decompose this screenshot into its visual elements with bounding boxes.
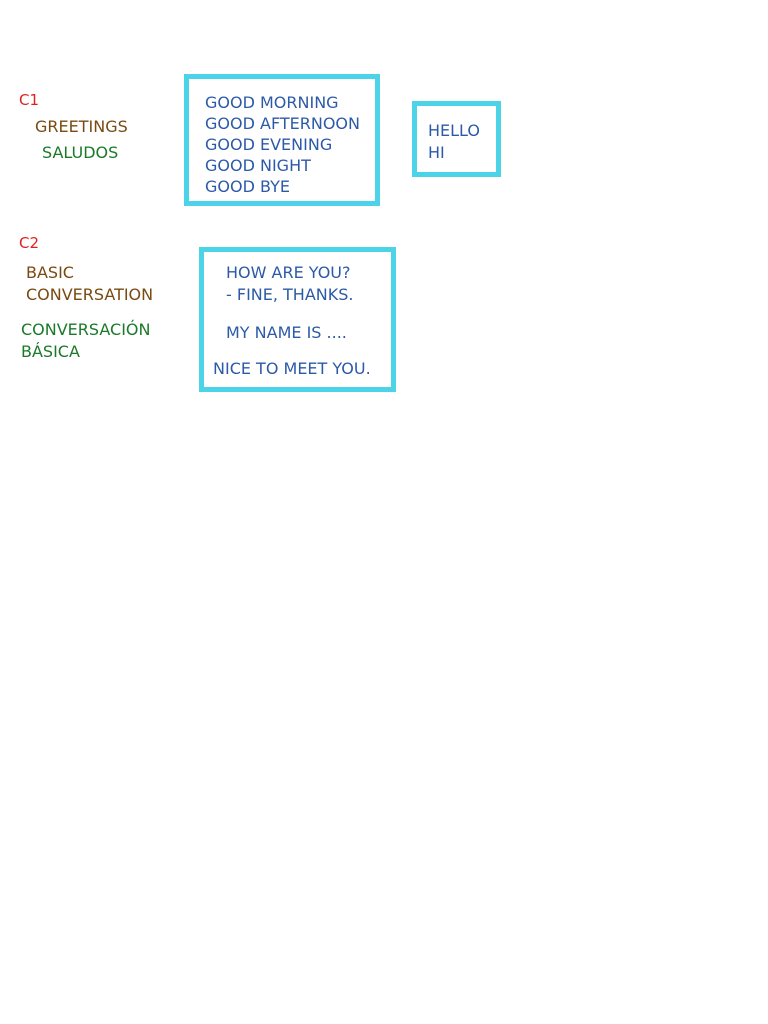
phrase-nice-to-meet-you: NICE TO MEET YOU.	[213, 359, 371, 378]
phrase-good-evening: GOOD EVENING	[205, 135, 333, 154]
conversation-box: HOW ARE YOU? - FINE, THANKS. MY NAME IS …	[199, 247, 396, 392]
phrase-fine-thanks: - FINE, THANKS.	[226, 285, 354, 304]
section-code-c2: C2	[19, 234, 40, 252]
phrase-how-are-you: HOW ARE YOU?	[226, 263, 351, 282]
spanish-line-basica: BÁSICA	[21, 342, 80, 361]
english-line-basic: BASIC	[26, 263, 74, 282]
phrase-hi: HI	[428, 143, 445, 162]
section-title-spanish-conversacion-basica: CONVERSACIÓN BÁSICA	[21, 319, 150, 363]
section-code-c1: C1	[19, 91, 40, 109]
section-title-spanish-saludos: SALUDOS	[42, 143, 119, 162]
english-line-conversation: CONVERSATION	[26, 285, 154, 304]
section-title-english-basic-conversation: BASIC CONVERSATION	[26, 262, 153, 306]
informal-greetings-box: HELLO HI	[412, 101, 501, 177]
phrase-my-name-is: MY NAME IS ....	[226, 323, 347, 342]
section-title-english-greetings: GREETINGS	[35, 117, 128, 136]
phrase-good-afternoon: GOOD AFTERNOON	[205, 114, 360, 133]
phrase-hello: HELLO	[428, 121, 480, 140]
phrase-good-morning: GOOD MORNING	[205, 93, 339, 112]
phrase-good-bye: GOOD BYE	[205, 177, 290, 196]
formal-greetings-box: GOOD MORNING GOOD AFTERNOON GOOD EVENING…	[184, 74, 380, 206]
phrase-good-night: GOOD NIGHT	[205, 156, 311, 175]
spanish-line-conversacion: CONVERSACIÓN	[21, 320, 151, 339]
